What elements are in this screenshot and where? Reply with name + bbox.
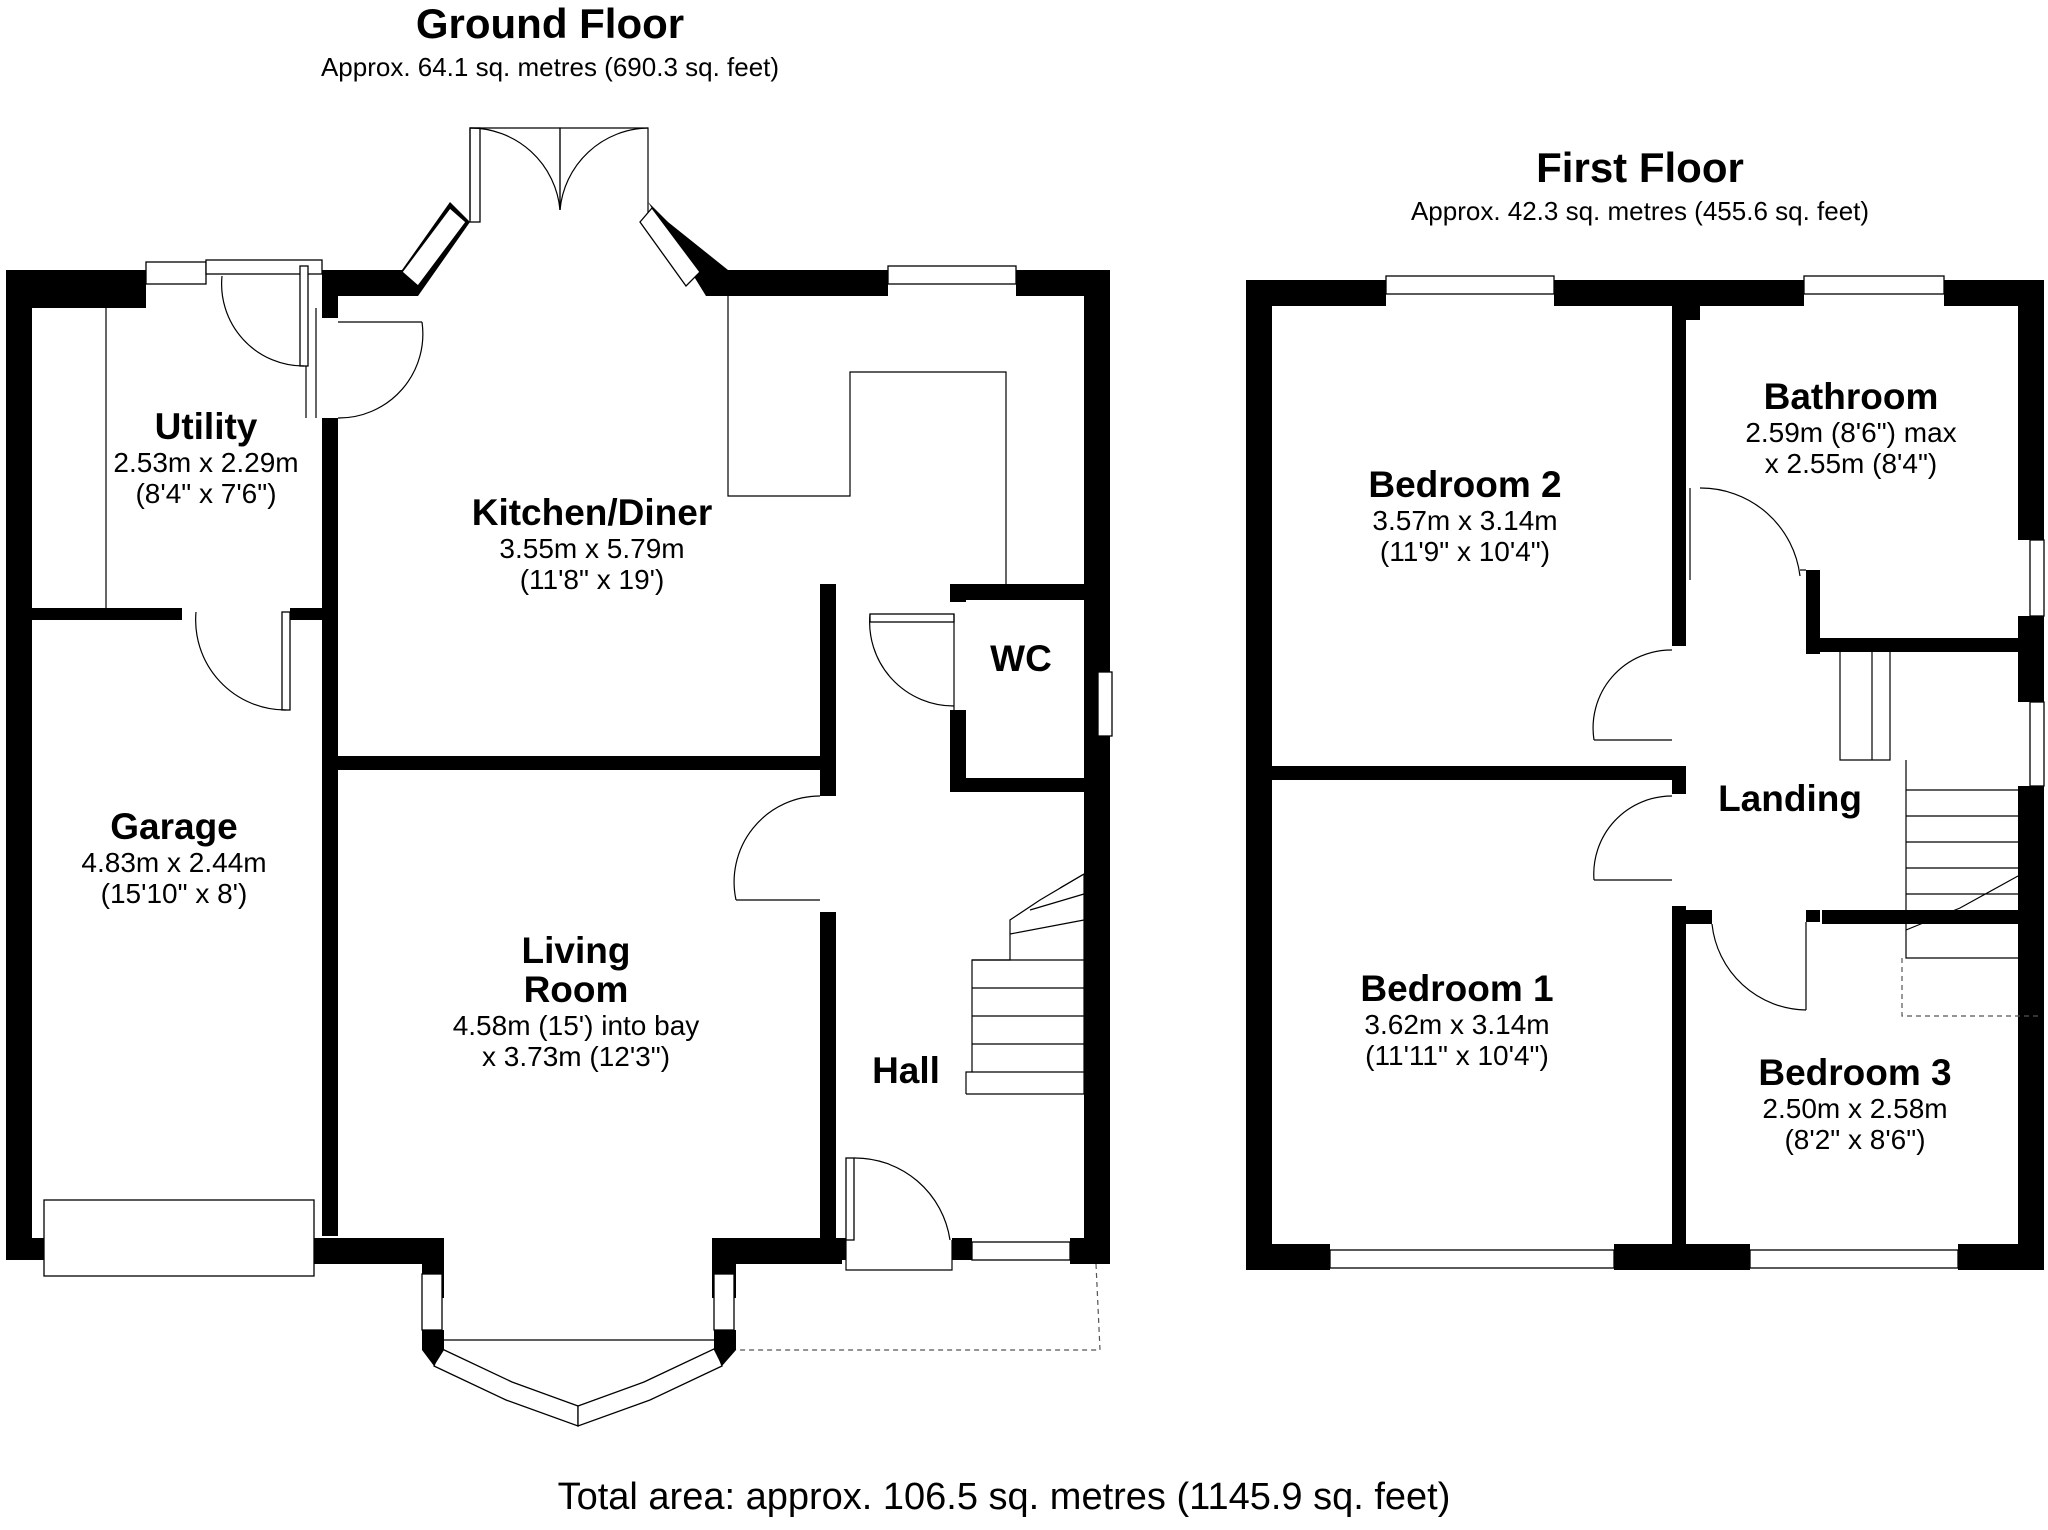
bedroom2-name: Bedroom 2 (1368, 464, 1562, 505)
garage-dim-imperial: (15'10" x 8') (100, 878, 248, 910)
landing-name: Landing (1718, 778, 1862, 819)
bay-window (421, 1273, 736, 1427)
bathroom-label: Bathroom 2.59m (8'6") max x 2.55m (8'4") (1716, 376, 1986, 480)
bedroom1-dim-imperial: (11'11" x 10'4") (1365, 1040, 1549, 1072)
utility-label: Utility 2.53m x 2.29m (8'4" x 7'6") (66, 406, 346, 510)
bedroom1-dim-metric: 3.62m x 3.14m (1364, 1008, 1550, 1040)
total-area: Total area: approx. 106.5 sq. metres (11… (557, 1476, 1451, 1518)
garage-name: Garage (110, 806, 238, 847)
garage-dim-metric: 4.83m x 2.44m (81, 846, 267, 878)
bedroom3-dim-metric: 2.50m x 2.58m (1762, 1092, 1948, 1124)
utility-name: Utility (154, 406, 258, 447)
bedroom1-name: Bedroom 1 (1360, 968, 1554, 1009)
kitchen-dim-metric: 3.55m x 5.79m (499, 532, 685, 564)
bedroom2-dim-metric: 3.57m x 3.14m (1372, 504, 1558, 536)
living-room-dim-metric: 4.58m (15') into bay (452, 1009, 700, 1041)
ground-floor-plan (6, 127, 1113, 1427)
bedroom3-label: Bedroom 3 2.50m x 2.58m (8'2" x 8'6") (1720, 1052, 1990, 1156)
first-stairs (1839, 652, 2042, 1017)
living-room-name-line1: Living (521, 930, 631, 971)
utility-dim-imperial: (8'4" x 7'6") (135, 478, 277, 510)
kitchen-dim-imperial: (11'8" x 19') (519, 564, 665, 596)
ground-floor-title: Ground Floor (415, 0, 685, 47)
living-room-label: Living Room 4.58m (15') into bay x 3.73m… (416, 930, 736, 1073)
first-floor-area: Approx. 42.3 sq. metres (455.6 sq. feet) (1410, 196, 1870, 226)
bedroom2-dim-imperial: (11'9" x 10'4") (1379, 536, 1551, 568)
living-room-name-line2: Room (523, 968, 629, 1010)
living-room-dim-imperial: x 3.73m (12'3") (481, 1041, 671, 1073)
garage-label: Garage 4.83m x 2.44m (15'10" x 8') (34, 806, 314, 910)
bathroom-dim-metric: 2.59m (8'6") max (1745, 416, 1957, 448)
kitchen-name: Kitchen/Diner (471, 492, 713, 533)
ground-floor-area: Approx. 64.1 sq. metres (690.3 sq. feet) (320, 52, 780, 82)
bathroom-dim-imperial: x 2.55m (8'4") (1764, 448, 1938, 480)
bathroom-name: Bathroom (1763, 376, 1939, 417)
bedroom2-label: Bedroom 2 3.57m x 3.14m (11'9" x 10'4") (1330, 464, 1600, 568)
first-floor-title: First Floor (1536, 144, 1744, 191)
wc-name: WC (990, 638, 1052, 679)
bedroom3-dim-imperial: (8'2" x 8'6") (1784, 1124, 1926, 1156)
utility-dim-metric: 2.53m x 2.29m (113, 446, 299, 478)
kitchen-label: Kitchen/Diner 3.55m x 5.79m (11'8" x 19'… (432, 492, 752, 596)
bedroom3-name: Bedroom 3 (1758, 1052, 1952, 1093)
first-floor-plan (1246, 275, 2045, 1270)
ground-stairs (965, 873, 1085, 1095)
hall-name: Hall (872, 1050, 940, 1091)
bedroom1-label: Bedroom 1 3.62m x 3.14m (11'11" x 10'4") (1322, 968, 1592, 1072)
